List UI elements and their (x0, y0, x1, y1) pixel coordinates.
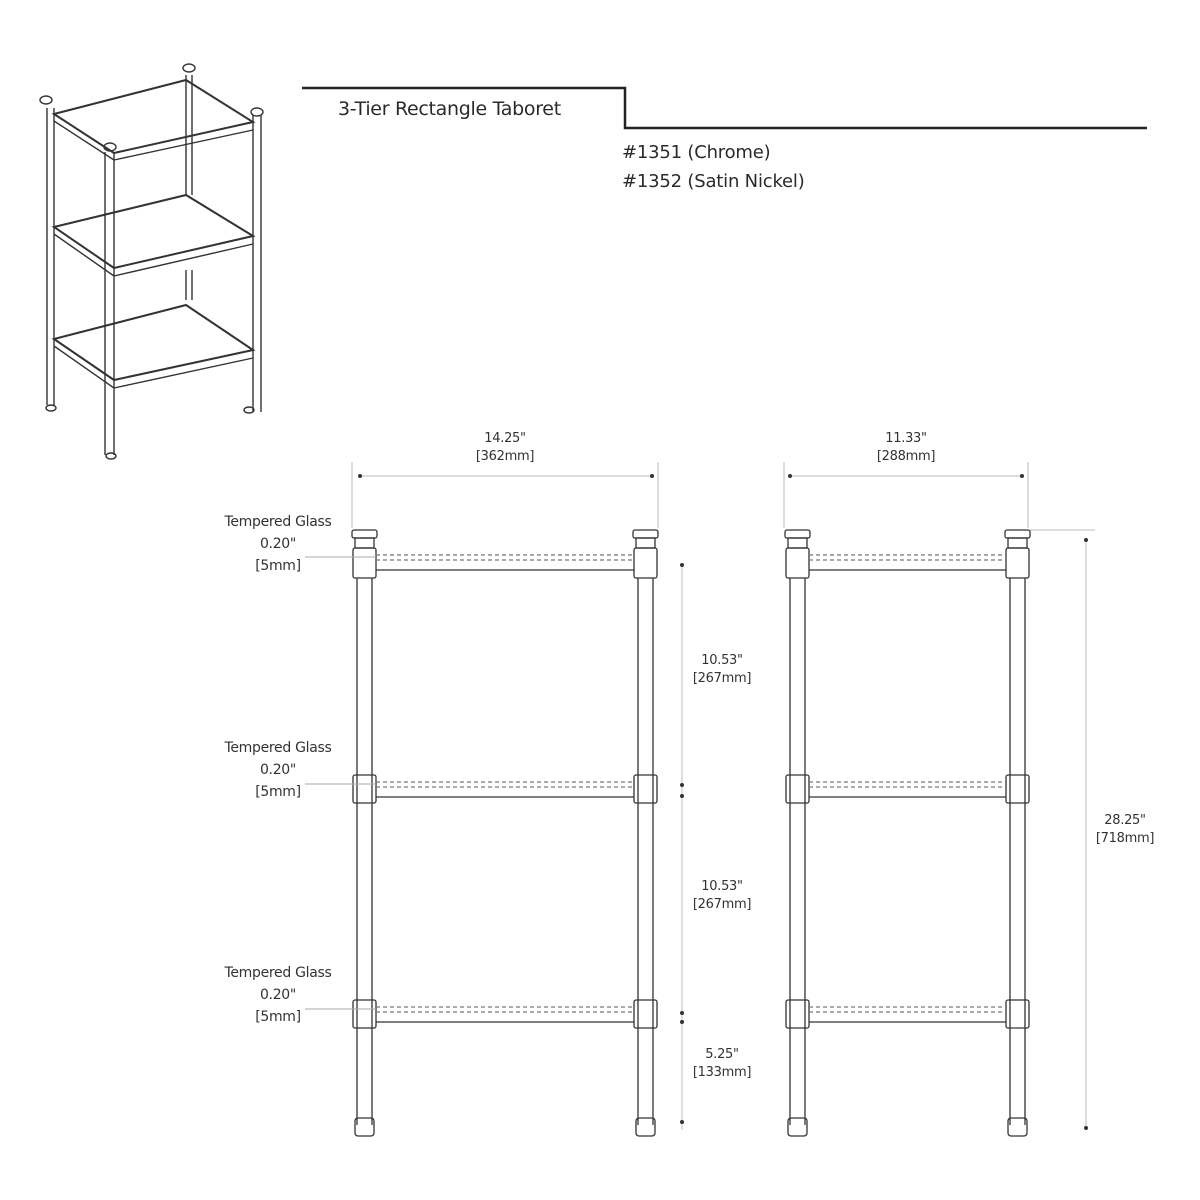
side-depth-dimension (783, 462, 1095, 1128)
shelf-spacing-label-1: 10.53" [267mm] (672, 652, 772, 688)
glass-callout-bottom: Tempered Glass 0.20" [5mm] (208, 962, 348, 1028)
product-title: 3-Tier Rectangle Taboret (338, 98, 561, 120)
glass-thickness-inches: 0.20" (259, 762, 297, 778)
model-number-satin-nickel: #1352 (Satin Nickel) (622, 171, 805, 192)
glass-thickness-mm: [5mm] (255, 558, 301, 574)
glass-label: Tempered Glass (224, 740, 332, 756)
front-width-dimension (351, 462, 659, 528)
front-width-inches: 14.25" (484, 431, 526, 446)
spacing-3-inches: 5.25" (705, 1047, 739, 1062)
spacing-2-mm: [267mm] (692, 897, 752, 912)
header-rule (302, 86, 1147, 130)
model-number-chrome: #1351 (Chrome) (622, 142, 771, 163)
overall-height-label: 28.25" [718mm] (1075, 812, 1175, 848)
glass-callout-middle: Tempered Glass 0.20" [5mm] (208, 737, 348, 803)
shelf-spacing-label-2: 10.53" [267mm] (672, 878, 772, 914)
side-depth-mm: [288mm] (876, 449, 936, 464)
spacing-1-mm: [267mm] (692, 671, 752, 686)
spacing-2-inches: 10.53" (701, 879, 743, 894)
height-mm: [718mm] (1095, 831, 1155, 846)
front-width-label: 14.25" [362mm] (455, 430, 555, 466)
spacing-1-inches: 10.53" (701, 653, 743, 668)
side-depth-label: 11.33" [288mm] (856, 430, 956, 466)
spacing-3-mm: [133mm] (692, 1065, 752, 1080)
isometric-illustration (39, 63, 264, 460)
side-view-drawing (784, 529, 1031, 1137)
front-width-mm: [362mm] (475, 449, 535, 464)
glass-label: Tempered Glass (224, 965, 332, 981)
shelf-spacing-label-3: 5.25" [133mm] (672, 1046, 772, 1082)
front-view-drawing (351, 529, 659, 1137)
glass-label: Tempered Glass (224, 514, 332, 530)
height-inches: 28.25" (1104, 813, 1146, 828)
glass-thickness-inches: 0.20" (259, 987, 297, 1003)
glass-callout-top: Tempered Glass 0.20" [5mm] (208, 511, 348, 577)
glass-thickness-inches: 0.20" (259, 536, 297, 552)
glass-thickness-mm: [5mm] (255, 1009, 301, 1025)
side-depth-inches: 11.33" (885, 431, 927, 446)
glass-thickness-mm: [5mm] (255, 784, 301, 800)
